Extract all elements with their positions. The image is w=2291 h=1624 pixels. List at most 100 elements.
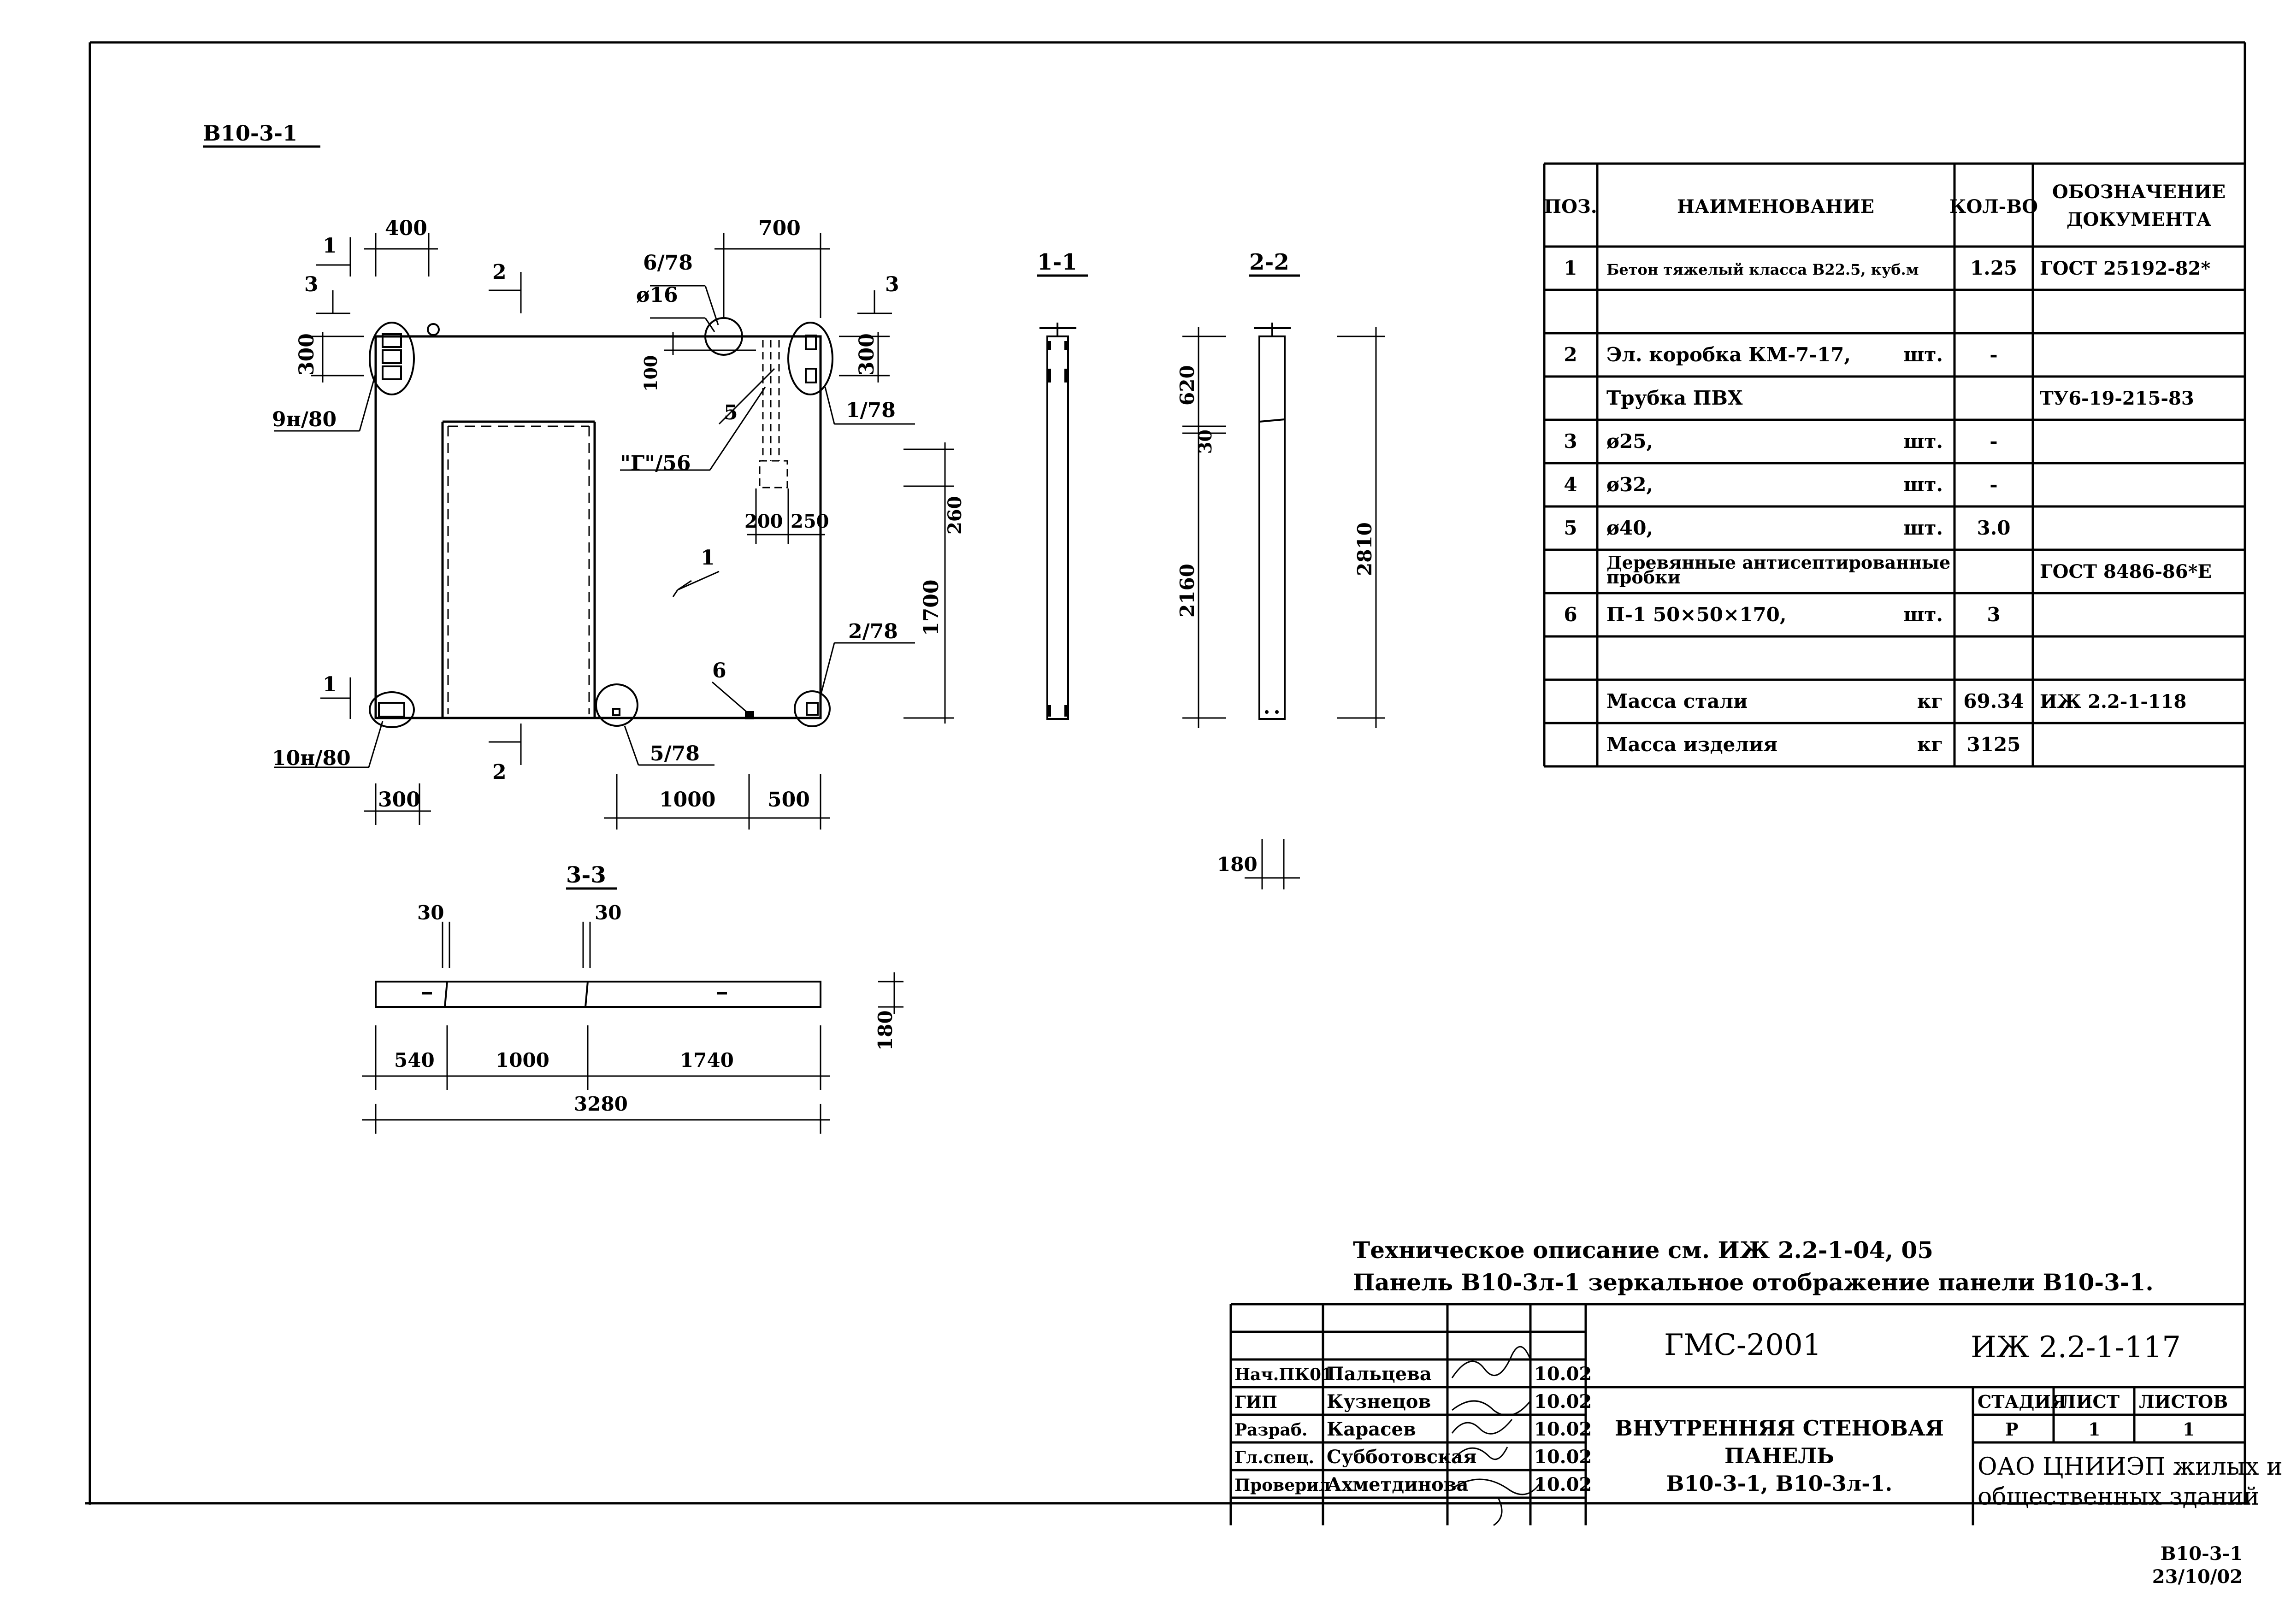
- spec-cell-pos: 5: [1564, 517, 1577, 539]
- title-line-1: ВНУТРЕННЯЯ СТЕНОВАЯ: [1615, 1416, 1944, 1441]
- table-row: [1544, 636, 2245, 680]
- spec-cell-doc: ИЖ 2.2-1-118: [2040, 691, 2186, 712]
- ref-d16: ø16: [636, 283, 678, 307]
- staff-date: 10.02: [1534, 1363, 1592, 1385]
- spec-cell-doc: ГОСТ 25192-82*: [2040, 258, 2210, 279]
- section-3-3: 3-3 30 30 180 540: [362, 862, 903, 1134]
- staff-date: 10.02: [1534, 1446, 1592, 1468]
- notes: Техническое описание см. ИЖ 2.2-1-04, 05…: [1353, 1236, 2154, 1296]
- spec-cell-doc: ТУ6-19-215-83: [2040, 388, 2194, 409]
- ref-2-78: 2/78: [848, 620, 898, 643]
- dim-260: 260: [944, 496, 966, 535]
- spec-header-doc-2: ДОКУМЕНТА: [2067, 209, 2212, 230]
- note-line-2: Панель В10-3л-1 зеркальное отображение п…: [1353, 1269, 2154, 1296]
- section-1-1: 1-1: [1037, 249, 1088, 720]
- dim-200: 200: [744, 511, 783, 532]
- spec-cell-qty: -: [1990, 430, 1997, 453]
- spec-cell-qty: 3125: [1967, 733, 2021, 756]
- spec-cell-unit: шт.: [1903, 603, 1943, 626]
- spec-cell-name-2: пробки: [1606, 567, 1681, 588]
- section-2-2: 2-2 620 30 2160: [1176, 249, 1385, 889]
- panel-elevation: 400 700 1 3 2 3 6/78 ø16 9н/80 1/78 5 "Г…: [272, 217, 966, 830]
- dim-300-left: 300: [295, 333, 319, 376]
- footer-date: 23/10/02: [2152, 1566, 2243, 1588]
- spec-cell-name: Масса стали: [1606, 690, 1748, 712]
- pos-5: 5: [724, 401, 738, 424]
- footer: В10-3-1 23/10/02: [2152, 1543, 2243, 1588]
- staff-role: Гл.спец.: [1234, 1448, 1314, 1467]
- spec-cell-name: ø40,: [1606, 517, 1653, 539]
- staff-name: Кузнецов: [1327, 1391, 1431, 1412]
- dim-620: 620: [1176, 365, 1199, 406]
- pos-1: 1: [701, 546, 715, 570]
- section-3-3-title: 3-3: [566, 862, 606, 888]
- dim-250: 250: [791, 511, 829, 532]
- spec-table: ПОЗ. НАИМЕНОВАНИЕ КОЛ-ВО ОБОЗНАЧЕНИЕ ДОКУМЕН…: [1543, 162, 2246, 768]
- dim-30b: 30: [595, 901, 621, 924]
- spec-header-name: НАИМЕНОВАНИЕ: [1677, 196, 1874, 218]
- spec-cell-qty: -: [1990, 343, 1997, 366]
- staff-date: 10.02: [1534, 1474, 1592, 1495]
- ref-9n-80: 9н/80: [272, 408, 337, 431]
- spec-cell-pos: 6: [1564, 603, 1577, 626]
- dim-30-section: 30: [1195, 430, 1216, 454]
- signatures: [1451, 1346, 1541, 1526]
- sheet-value: 1: [2088, 1419, 2100, 1440]
- drawing-label: B10-3-1: [203, 121, 297, 146]
- dim-100: 100: [640, 355, 661, 392]
- spec-cell-qty: 69.34: [1963, 690, 2024, 712]
- dim-2160: 2160: [1176, 564, 1199, 618]
- ref-6-78: 6/78: [643, 251, 693, 275]
- spec-cell-pos: 1: [1564, 257, 1577, 279]
- spec-cell-doc: ГОСТ 8486-86*Е: [2040, 561, 2212, 583]
- dim-180-vertical: 180: [874, 1010, 897, 1051]
- spec-cell-name: Масса изделия: [1606, 733, 1777, 756]
- spec-cell-name: Эл. коробка КМ-7-17,: [1606, 343, 1851, 366]
- spec-cell-qty: -: [1990, 473, 1997, 496]
- staff-date: 10.02: [1534, 1391, 1592, 1412]
- dim-540: 540: [394, 1049, 435, 1071]
- dim-300-right: 300: [855, 333, 879, 376]
- stage-header: СТАДИЯ: [1978, 1391, 2067, 1412]
- staff-name: Ахметдинова: [1327, 1474, 1468, 1495]
- staff-name: Карасев: [1327, 1418, 1416, 1440]
- dim-700: 700: [758, 217, 801, 240]
- spec-cell-pos: 3: [1564, 430, 1577, 453]
- dim-2810: 2810: [1353, 522, 1376, 576]
- stage-value: Р: [2005, 1419, 2019, 1440]
- spec-cell-unit: шт.: [1903, 473, 1943, 496]
- series-code: ГМС-2001: [1664, 1328, 1821, 1362]
- ref-1-78: 1/78: [846, 399, 896, 422]
- staff-name: Пальцева: [1327, 1363, 1432, 1385]
- sheets-value: 1: [2183, 1419, 2195, 1440]
- sheets-header: ЛИСТОВ: [2139, 1391, 2228, 1412]
- section-mark-3-right: 3: [885, 273, 899, 296]
- org-line-1: ОАО ЦНИИЭП жилых и: [1978, 1453, 2283, 1481]
- table-row: [1544, 290, 2245, 333]
- dim-180-section: 180: [1217, 853, 1258, 876]
- staff-role: Разраб.: [1234, 1420, 1307, 1440]
- spec-cell-name: Бетон тяжелый класса В22.5, куб.м: [1606, 261, 1919, 278]
- spec-cell-unit: шт.: [1903, 343, 1943, 366]
- pos-6: 6: [712, 659, 726, 683]
- title-line-3: В10-3-1, В10-3л-1.: [1666, 1471, 1893, 1496]
- section-mark-1-bottom: 1: [323, 673, 337, 696]
- dim-500-bottom: 500: [768, 788, 810, 812]
- dim-1700: 1700: [920, 580, 943, 636]
- ref-10n-80: 10н/80: [272, 747, 351, 770]
- spec-header-pos: ПОЗ.: [1544, 196, 1597, 218]
- dim-3280: 3280: [574, 1093, 628, 1115]
- spec-cell-pos: 4: [1564, 473, 1577, 496]
- staff-role: Нач.ПК01: [1234, 1365, 1333, 1384]
- spec-header-qty: КОЛ-ВО: [1949, 196, 2038, 218]
- spec-header-doc-1: ОБОЗНАЧЕНИЕ: [2052, 181, 2226, 203]
- dim-300-bottom: 300: [378, 788, 420, 812]
- section-mark-2-bottom: 2: [492, 760, 507, 784]
- section-mark-3-left: 3: [304, 273, 319, 296]
- section-2-2-title: 2-2: [1249, 249, 1289, 275]
- staff-date: 10.02: [1534, 1418, 1592, 1440]
- section-1-1-title: 1-1: [1037, 249, 1077, 275]
- staff-role: ГИП: [1234, 1393, 1277, 1412]
